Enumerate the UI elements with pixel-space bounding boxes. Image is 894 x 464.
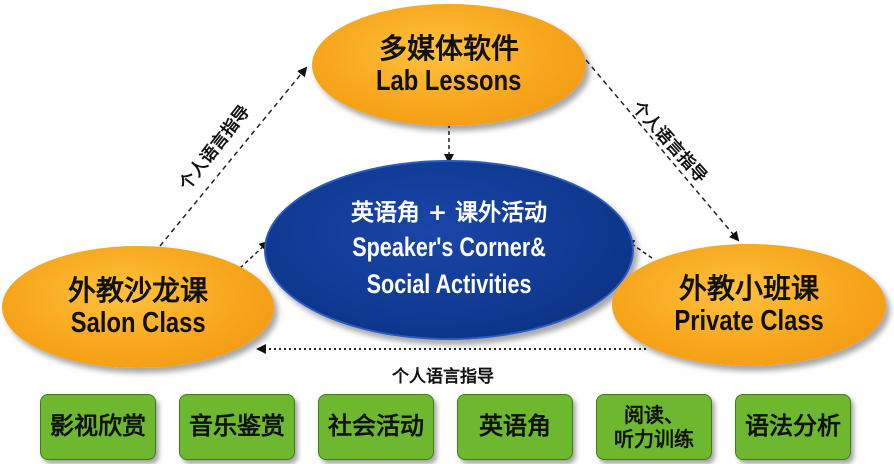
activity-label: 音乐鉴赏 bbox=[189, 412, 285, 441]
node-salon-class: 外教沙龙课 Salon Class bbox=[2, 246, 274, 368]
activity-box: 阅读、 听力训练 bbox=[596, 394, 712, 460]
node-lab-lessons-en: Lab Lessons bbox=[376, 65, 522, 98]
activity-label-line1: 阅读、 bbox=[624, 403, 684, 427]
activity-label: 社会活动 bbox=[328, 412, 424, 441]
activity-label: 英语角 bbox=[479, 412, 551, 441]
activity-box: 英语角 bbox=[457, 394, 573, 460]
activity-box: 影视欣赏 bbox=[40, 394, 156, 460]
node-private-class: 外教小班课 Private Class bbox=[612, 244, 886, 366]
activity-box: 语法分析 bbox=[735, 394, 851, 460]
arrow-private-to-center bbox=[624, 238, 653, 259]
node-speakers-corner-en1: Speaker's Corner& bbox=[352, 232, 546, 263]
activity-label-line2: 听力训练 bbox=[614, 427, 694, 451]
arrow-label-bottom: 个人语言指导 bbox=[392, 367, 494, 387]
node-salon-class-en: Salon Class bbox=[70, 307, 206, 340]
arrow-lab-to-private bbox=[585, 59, 740, 242]
node-speakers-corner: 英语角 + 课外活动 Speaker's Corner& Social Acti… bbox=[264, 160, 634, 340]
node-private-class-zh: 外教小班课 bbox=[678, 271, 819, 305]
arrow-salon-to-lab bbox=[159, 66, 308, 247]
node-private-class-en: Private Class bbox=[674, 305, 824, 338]
activity-label: 影视欣赏 bbox=[50, 412, 146, 441]
arrow-salon-to-center bbox=[239, 240, 270, 269]
node-lab-lessons-zh: 多媒体软件 bbox=[378, 31, 519, 65]
node-lab-lessons: 多媒体软件 Lab Lessons bbox=[312, 4, 586, 126]
activity-box: 音乐鉴赏 bbox=[179, 394, 295, 460]
activity-label: 语法分析 bbox=[745, 412, 841, 441]
activity-box: 社会活动 bbox=[318, 394, 434, 460]
node-speakers-corner-en2: Social Activities bbox=[366, 268, 532, 299]
node-salon-class-zh: 外教沙龙课 bbox=[67, 273, 208, 307]
node-speakers-corner-zh: 英语角 + 课外活动 bbox=[350, 200, 548, 227]
